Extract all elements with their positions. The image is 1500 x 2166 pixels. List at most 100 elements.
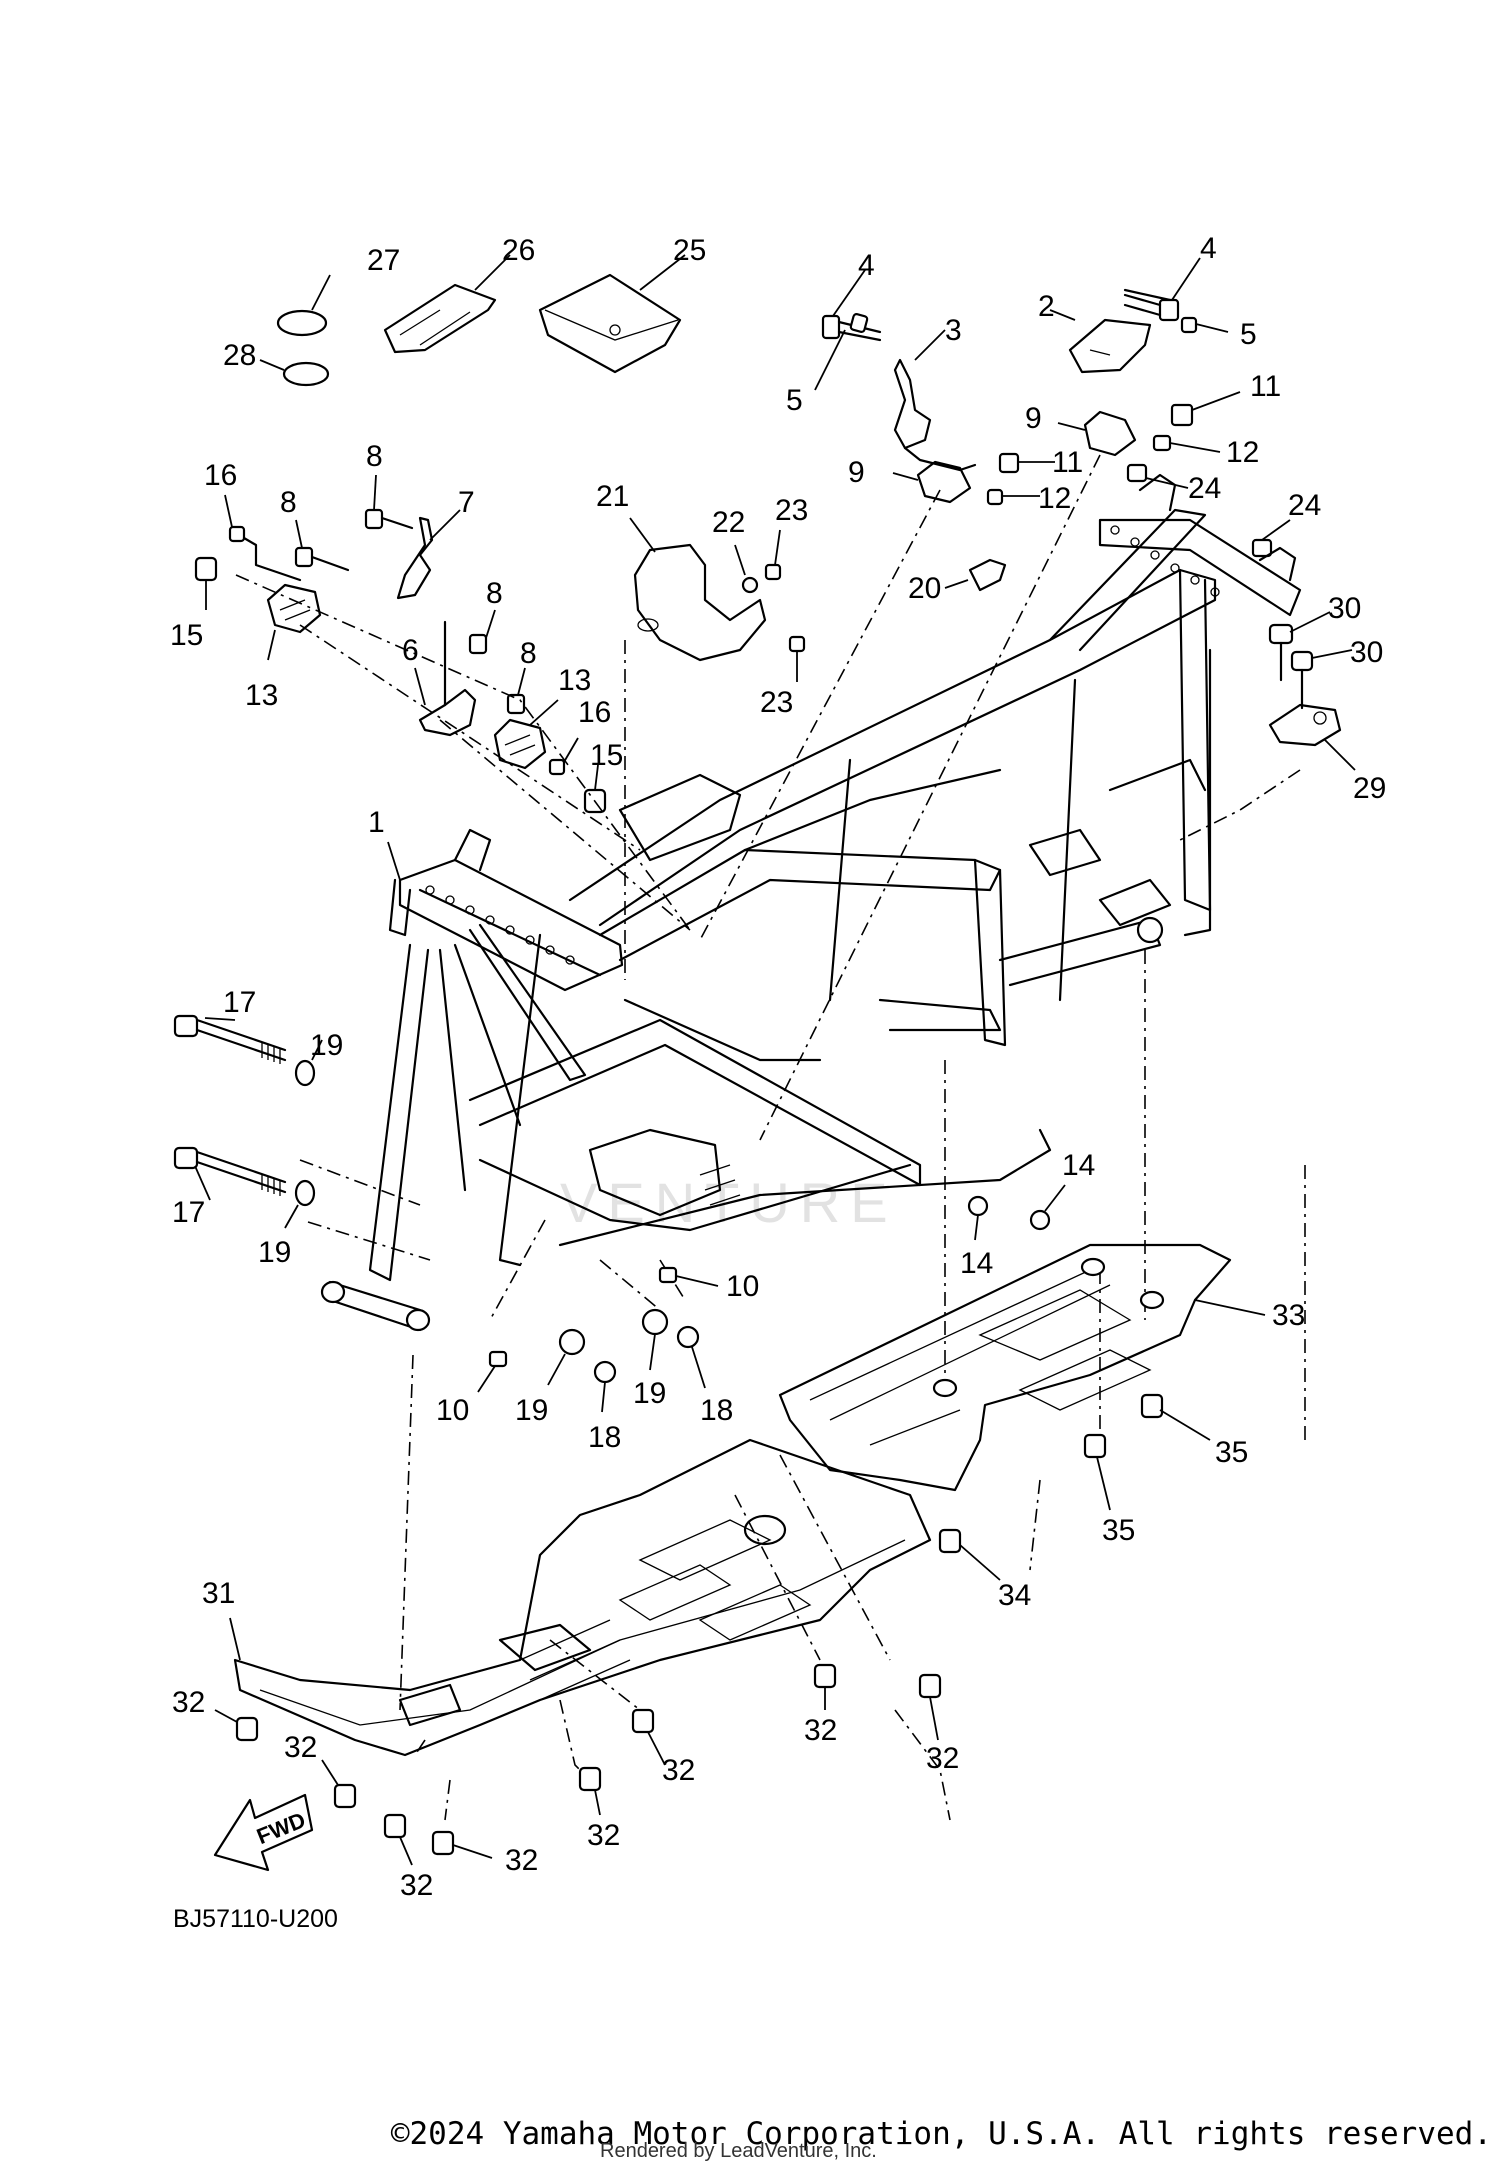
copyright-notice: ©2024 Yamaha Motor Corporation, U.S.A. A… [390,2116,1492,2152]
nut-10-b[interactable] [477,1350,508,1393]
callout-5-right: 5 [1240,318,1257,351]
grommet-14-a[interactable] [967,1195,989,1241]
bolt-34[interactable] [938,1528,1001,1581]
bolt-32-f[interactable] [631,1708,666,1766]
callout-labels: 27 28 26 25 4 4 2 3 5 5 11 9 12 11 9 12 … [170,232,1386,1902]
washer-19-a[interactable] [294,1039,323,1087]
clamp-13-right[interactable] [493,699,559,770]
callout-32-a: 32 [172,1686,205,1719]
assembly-lines [235,454,1306,1821]
nut-10-a[interactable] [658,1266,719,1287]
callout-32-f: 32 [662,1754,695,1787]
bolt-35-a[interactable] [1140,1393,1211,1441]
callout-32-e: 32 [587,1819,620,1852]
callout-23-upper: 23 [775,494,808,527]
callout-15-left: 15 [170,619,203,652]
tool-holder-26[interactable] [383,254,511,354]
callout-4-right: 4 [1200,232,1217,265]
callout-9-left: 9 [848,456,865,489]
collar-18-a[interactable] [593,1360,617,1413]
mount-9-right[interactable] [1057,410,1137,457]
bracket-3[interactable] [893,329,977,472]
callout-8-d: 8 [520,637,537,670]
bolt-8-b[interactable] [294,519,350,572]
grommet-14-b[interactable] [1029,1184,1066,1231]
nut-16-left[interactable] [224,494,302,582]
callout-21: 21 [596,480,629,513]
tool-bag-25[interactable] [538,254,686,374]
callout-18-a: 18 [588,1421,621,1454]
callout-32-h: 32 [926,1742,959,1775]
long-bolt-17-lower[interactable] [173,1146,287,1201]
washer-19-c[interactable] [547,1328,586,1386]
o-ring-28[interactable] [259,359,330,387]
callout-6: 6 [402,634,419,667]
bolt-23-upper[interactable] [764,529,782,581]
callout-12-left: 12 [1038,482,1071,515]
bolt-8-c[interactable] [468,609,496,655]
callout-5-left: 5 [786,384,803,417]
callout-30-a: 30 [1328,592,1361,625]
callout-33: 33 [1272,1299,1305,1332]
bolt-11-right[interactable] [1170,391,1241,427]
callout-11-left: 11 [1052,446,1083,479]
washer-22[interactable] [734,544,759,594]
main-frame-1[interactable] [320,473,1302,1332]
bolt-8-d[interactable] [506,667,526,715]
plate-20[interactable] [944,558,1007,592]
collar-18-b[interactable] [676,1325,706,1389]
bolt-8-a[interactable] [364,474,414,530]
rendered-by-note: Rendered by LeadVenture, Inc. [600,2140,877,2162]
nut-16-right[interactable] [548,737,579,776]
clamp-13-left[interactable] [266,583,322,661]
callout-17-lower: 17 [172,1196,205,1229]
callout-19-c: 19 [515,1394,548,1427]
callout-16-left: 16 [204,459,237,492]
washer-19-b[interactable] [284,1179,316,1229]
callout-35-a: 35 [1215,1436,1248,1469]
washer-19-d[interactable] [641,1308,669,1371]
cap-24-right[interactable] [1251,519,1291,558]
bolt-32-b[interactable] [321,1759,357,1809]
bolt-5-right[interactable] [1180,316,1229,334]
callout-17-upper: 17 [223,986,256,1019]
callout-32-b: 32 [284,1731,317,1764]
nut-12-left[interactable] [986,488,1040,506]
cover-21[interactable] [629,517,767,662]
callout-13-right: 13 [558,664,591,697]
skid-plate-31[interactable] [229,1438,932,1757]
bolt-32-d[interactable] [431,1830,493,1859]
bolt-15-right[interactable] [583,764,607,814]
nut-12-right[interactable] [1152,434,1221,453]
bracket-2[interactable] [1049,288,1172,374]
bolt-4-right[interactable] [1123,257,1201,322]
callout-35-b: 35 [1102,1514,1135,1547]
bolt-5-left[interactable] [814,313,869,391]
diagram-code: BJ57110-U200 [173,1905,338,1933]
callout-8-b: 8 [280,486,297,519]
bolt-30-a[interactable] [1268,611,1331,682]
bolt-35-b[interactable] [1083,1433,1111,1511]
bracket-6[interactable] [414,620,477,737]
bolt-32-e[interactable] [578,1766,602,1816]
mount-9-left[interactable] [892,460,972,504]
bracket-29[interactable] [1268,703,1356,771]
bracket-7[interactable] [396,509,461,600]
bolt-32-a[interactable] [214,1709,259,1742]
callout-19-b: 19 [258,1236,291,1269]
bolt-11-left[interactable] [998,452,1055,474]
skid-plate-33[interactable] [778,1243,1266,1492]
bolt-30-b[interactable] [1290,649,1353,710]
bolt-32-h[interactable] [918,1673,942,1741]
long-bolt-17-upper[interactable] [173,1014,287,1064]
callout-23-lower: 23 [760,686,793,719]
callout-12-right: 12 [1226,436,1259,469]
bolt-15-left[interactable] [194,556,218,610]
o-ring-27[interactable] [276,274,331,337]
callout-27: 27 [367,244,400,277]
bolt-23-lower[interactable] [788,635,806,682]
bolt-32-c[interactable] [383,1813,413,1866]
bolt-32-g[interactable] [813,1663,837,1710]
callout-34: 34 [998,1579,1031,1612]
